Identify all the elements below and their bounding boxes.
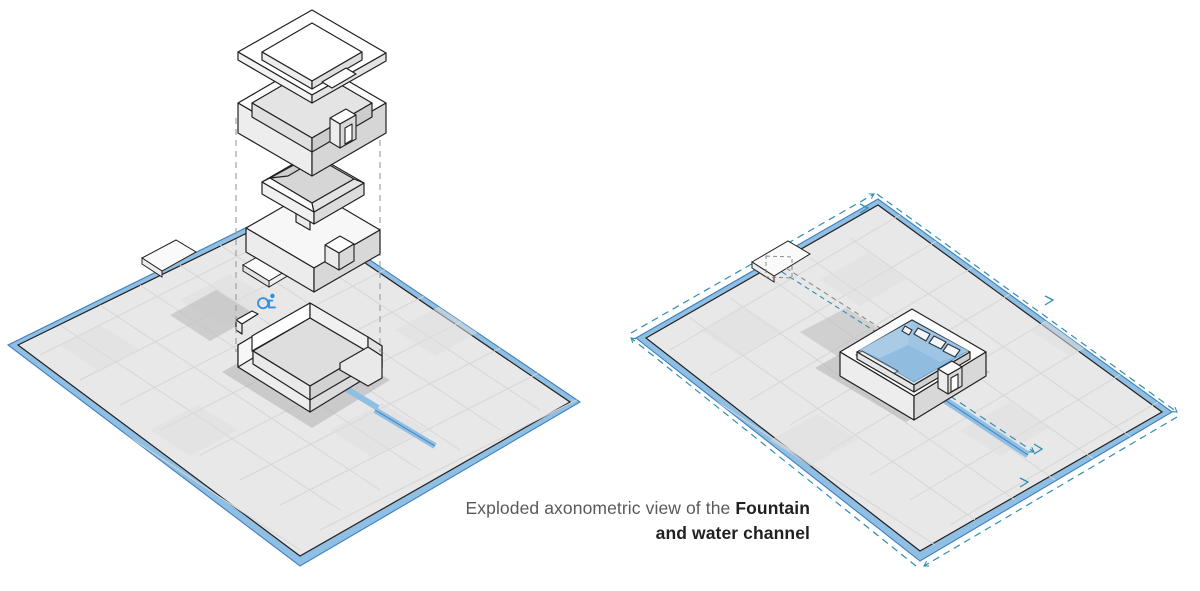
figure-caption: Exploded axonometric view of the Fountai… bbox=[420, 496, 810, 546]
outlet-spout bbox=[937, 360, 963, 395]
accessibility-icon bbox=[257, 293, 276, 310]
caption-line1-prefix: Exploded axonometric view of the bbox=[465, 498, 736, 518]
outlet-spout bbox=[329, 108, 357, 149]
access-grate bbox=[141, 239, 197, 278]
caption-line1-bold: Fountain bbox=[735, 498, 810, 518]
caption-line-1: Exploded axonometric view of the Fountai… bbox=[420, 496, 810, 521]
coping-ring bbox=[237, 9, 387, 104]
explosion-guide bbox=[235, 118, 381, 352]
fountain-basin bbox=[235, 302, 383, 413]
basin-inlet-lip bbox=[235, 310, 259, 335]
ground-shadow-slab bbox=[170, 290, 256, 341]
caption-line-2: and water channel bbox=[420, 521, 810, 546]
basin-liner bbox=[261, 152, 365, 225]
caption-line2-bold: and water channel bbox=[655, 523, 810, 543]
supply-line bbox=[781, 267, 881, 333]
ground-shadow-slab bbox=[800, 308, 886, 358]
flow-arrow-group bbox=[630, 193, 1178, 567]
intake-box bbox=[751, 240, 811, 283]
pump-block bbox=[324, 235, 355, 271]
